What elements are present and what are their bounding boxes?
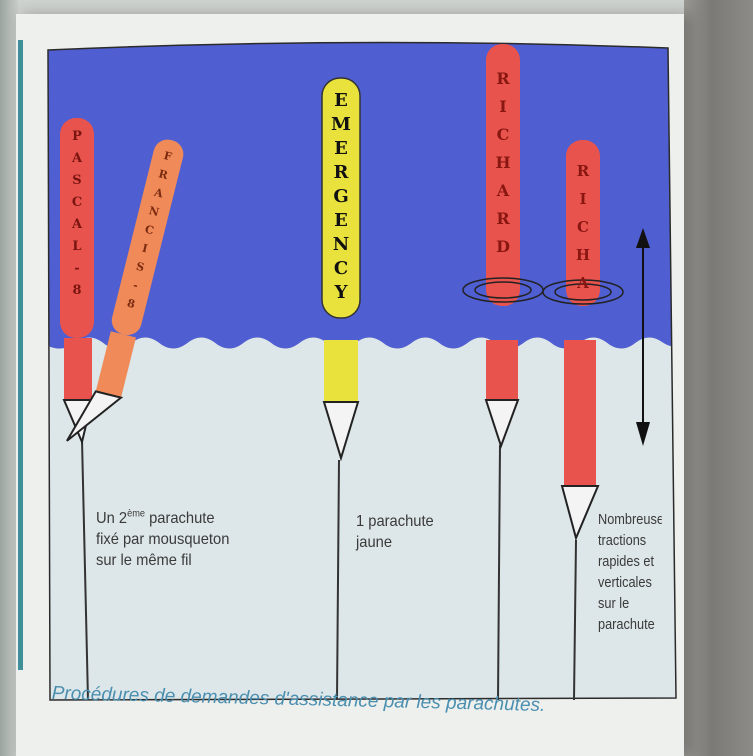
parachute-letter: Y [334, 282, 349, 303]
parachute-letter: L [72, 239, 81, 254]
parachute-letter: H [495, 153, 510, 172]
parachute-letter: C [577, 218, 589, 236]
parachute-letter: A [71, 217, 83, 232]
label-line: parachute [145, 510, 215, 527]
parachute-letter: E [334, 138, 348, 159]
label-line: rapides et [598, 551, 662, 572]
label-line: sur le même fil [96, 550, 229, 571]
label-superscript: ème [127, 509, 145, 520]
parachute-pascal [60, 118, 94, 442]
parachute-letter: I [579, 190, 586, 208]
label-line: Un 2 [96, 510, 127, 527]
parachute-letter: R [577, 162, 590, 180]
parachute-letter: A [576, 274, 589, 292]
label-second-parachute: Un 2ème parachute fixé par mousqueton su… [96, 508, 229, 571]
parachute-letter: A [496, 181, 510, 200]
parachute-letter: C [334, 258, 348, 279]
label-line: fixé par mousqueton [96, 529, 229, 550]
parachute-letter: N [333, 234, 349, 255]
label-line: parachute [598, 614, 662, 635]
parachute-letter: D [496, 237, 510, 256]
label-line: jaune [356, 532, 434, 553]
parachute-letter: R [496, 69, 510, 88]
parachute-letter: R [334, 162, 350, 183]
label-traction: Nombreuses tractions rapides et vertical… [598, 509, 662, 635]
parachute-letter: E [334, 210, 348, 231]
parachute-letter: - [74, 261, 79, 276]
parachute-letter: C [497, 125, 510, 144]
parachute-letter: C [72, 195, 82, 210]
label-line: Nombreuses [598, 509, 662, 530]
parachute-letter: A [71, 151, 83, 166]
parachute-letter: R [496, 209, 510, 228]
label-line: tractions [598, 530, 662, 551]
parachute-letter: G [333, 186, 348, 207]
parachute-letter: S [72, 173, 81, 188]
label-line: 1 parachute [356, 511, 434, 532]
label-yellow-parachute: 1 parachute jaune [356, 511, 434, 553]
label-line: verticales [598, 572, 662, 593]
parachute-letter: M [331, 114, 351, 135]
parachute-letter: 8 [72, 283, 81, 298]
parachute-letter: H [576, 246, 590, 264]
parachute-letter: I [499, 97, 506, 116]
parachute-letter: P [72, 129, 82, 144]
parachute-letter: E [334, 90, 348, 111]
label-line: sur le [598, 593, 662, 614]
